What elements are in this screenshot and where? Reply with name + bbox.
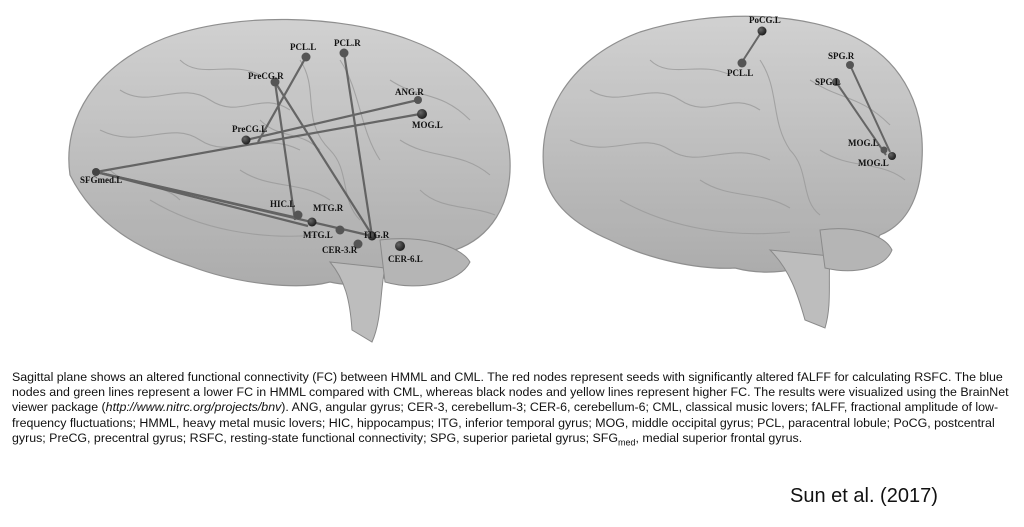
brain-figure: PCL.L PCL.R PreCG.R ANG.R MOG.L PreCG.L … (68, 15, 923, 343)
label-pcl-r: PCL.R (334, 38, 361, 48)
left-brain-panel: PCL.L PCL.R PreCG.R ANG.R MOG.L PreCG.L … (68, 18, 511, 343)
right-brain-surface (542, 15, 923, 329)
label-pcl-l: PCL.L (290, 42, 316, 52)
citation: Sun et al. (2017) (790, 485, 938, 507)
caption-text-2: ). ANG, angular gyrus; CER-3, cerebellum… (12, 400, 999, 445)
left-brain-connections (95, 52, 421, 238)
caption-text-3: , medial superior frontal gyrus. (635, 430, 803, 445)
label-hic-l: HIC.L (270, 199, 295, 209)
label-mtg-l: MTG.L (303, 230, 333, 240)
label-spg-r: SPG.R (828, 51, 855, 61)
figure-caption: Sagittal plane shows an altered function… (12, 370, 1012, 448)
label-ang-r: ANG.R (395, 87, 424, 97)
label-cer3-r: CER-3.R (322, 245, 358, 255)
label-pcl-l-right: PCL.L (727, 68, 753, 78)
label-precg-r: PreCG.R (248, 71, 284, 81)
label-mtg-r: MTG.R (313, 203, 344, 213)
label-sfgmed-l: SFGmed.L (80, 175, 122, 185)
label-cer6-l: CER-6.L (388, 254, 423, 264)
label-mog-l-1: MOG.L (848, 138, 879, 148)
label-itg-r: ITG.R (364, 230, 390, 240)
right-brain-labels: PoCG.L PCL.L SPG.R SPG.L MOG.L MOG.L (727, 15, 889, 168)
label-mog-l: MOG.L (412, 120, 443, 130)
left-brain-surface (68, 18, 511, 343)
right-brain-connections (741, 30, 891, 156)
left-brain-nodes (92, 48, 427, 251)
label-mog-l-2: MOG.L (858, 158, 889, 168)
right-brain-nodes (737, 26, 896, 160)
caption-url: http://www.nitrc.org/projects/bnv (105, 400, 282, 415)
caption-subscript: med (618, 437, 636, 448)
caption-text-1: Sagittal plane shows an altered function… (12, 370, 1009, 415)
label-precg-l: PreCG.L (232, 124, 267, 134)
left-brain-labels: PCL.L PCL.R PreCG.R ANG.R MOG.L PreCG.L … (80, 38, 443, 264)
label-pocg-l: PoCG.L (749, 15, 781, 25)
label-spg-l: SPG.L (815, 77, 841, 87)
right-brain-panel: PoCG.L PCL.L SPG.R SPG.L MOG.L MOG.L (542, 15, 923, 329)
